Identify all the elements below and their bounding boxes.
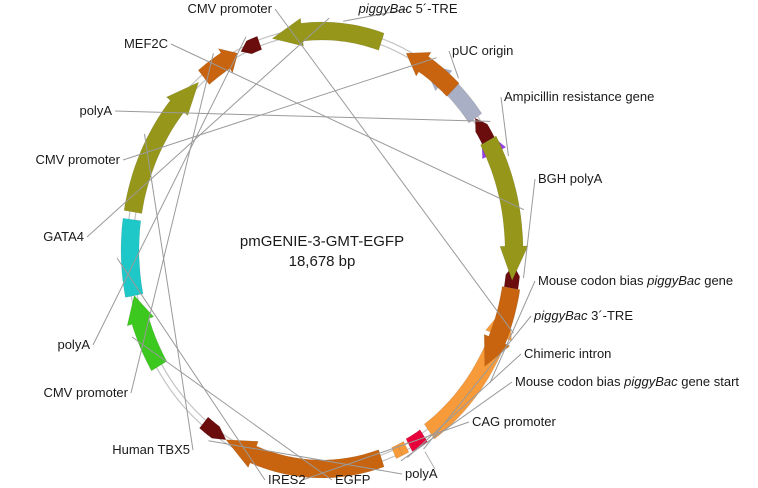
leader-cmv2 xyxy=(122,57,437,161)
label-polya4: polyA xyxy=(405,466,438,481)
leader-polya3 xyxy=(92,36,247,346)
leader-intron xyxy=(407,353,522,458)
label-mef2c: MEF2C xyxy=(124,36,168,51)
feature-egfp xyxy=(126,294,168,372)
leader-ires xyxy=(116,257,266,481)
leader-pbstart xyxy=(400,381,513,462)
feature-mef2c xyxy=(480,135,529,282)
leader-gata4 xyxy=(86,17,330,238)
label-text: pUC origin xyxy=(452,43,513,58)
label-gata4: GATA4 xyxy=(43,229,84,244)
label-text: Chimeric intron xyxy=(524,346,611,361)
label-italic: piggyBac xyxy=(533,308,588,323)
label-italic: piggyBac xyxy=(623,374,678,389)
label-amp: Ampicillin resistance gene xyxy=(504,89,654,104)
label-text: CMV promoter xyxy=(187,1,272,16)
label-text: polyA xyxy=(79,103,112,118)
leader-mef2c xyxy=(170,43,525,211)
tre3-tick xyxy=(424,451,436,470)
label-text: EGFP xyxy=(335,472,370,487)
label-italic: piggyBac xyxy=(646,273,701,288)
plasmid-size: 18,678 bp xyxy=(289,253,356,270)
label-pbgene: Mouse codon bias piggyBac gene xyxy=(538,273,733,288)
label-ires: IRES2 xyxy=(268,472,306,487)
label-cmv1: CMV promoter xyxy=(187,1,272,16)
label-tre5: piggyBac 5´-TRE xyxy=(358,1,458,16)
leader-egfp xyxy=(131,336,333,481)
label-cag: CAG promoter xyxy=(472,414,556,429)
label-suffix: 5´-TRE xyxy=(412,1,458,16)
label-cmv3: CMV promoter xyxy=(43,385,128,400)
label-text: CMV promoter xyxy=(35,152,120,167)
feature-ires xyxy=(120,217,144,298)
leader-cmv3 xyxy=(130,53,214,394)
label-text: BGH polyA xyxy=(538,171,603,186)
label-text: IRES2 xyxy=(268,472,306,487)
label-intron: Chimeric intron xyxy=(524,346,611,361)
label-text: Human TBX5 xyxy=(112,442,190,457)
label-text: polyA xyxy=(57,337,90,352)
leader-tbx5 xyxy=(144,133,194,451)
label-puc: pUC origin xyxy=(452,43,513,58)
leader-tre5 xyxy=(343,8,409,22)
label-text: Ampicillin resistance gene xyxy=(504,89,654,104)
leader-cag xyxy=(300,421,470,482)
label-egfp: EGFP xyxy=(335,472,370,487)
leader-cmv1 xyxy=(274,8,514,334)
plasmid-name: pmGENIE-3-GMT-EGFP xyxy=(240,233,404,250)
label-text: MEF2C xyxy=(124,36,168,51)
label-text: CAG promoter xyxy=(472,414,556,429)
feature-gata4 xyxy=(271,17,385,51)
label-text: CMV promoter xyxy=(43,385,128,400)
leader-layer xyxy=(86,8,536,482)
leader-bgh xyxy=(523,178,536,279)
label-tbx5: Human TBX5 xyxy=(112,442,190,457)
label-polya1: polyA xyxy=(79,103,112,118)
label-cmv2: CMV promoter xyxy=(35,152,120,167)
label-text: Mouse codon bias xyxy=(515,374,624,389)
label-text: GATA4 xyxy=(43,229,84,244)
label-bgh: BGH polyA xyxy=(538,171,603,186)
label-polya3: polyA xyxy=(57,337,90,352)
leader-polya4 xyxy=(208,440,403,475)
feature-cag xyxy=(225,439,385,479)
label-suffix: gene start xyxy=(678,374,740,389)
feature-polya3 xyxy=(240,35,263,55)
leader-polya1 xyxy=(114,110,491,122)
label-italic: piggyBac xyxy=(358,1,413,16)
feature-polya4 xyxy=(199,416,227,441)
label-suffix: gene xyxy=(701,273,734,288)
label-pbstart: Mouse codon bias piggyBac gene start xyxy=(515,374,739,389)
feature-polya1 xyxy=(474,117,495,145)
leader-puc xyxy=(448,50,459,79)
label-suffix: 3´-TRE xyxy=(587,308,633,323)
label-text: Mouse codon bias xyxy=(538,273,647,288)
feature-cmv1 xyxy=(483,286,521,367)
leader-amp xyxy=(500,96,509,157)
label-tre3: piggyBac 3´-TRE xyxy=(533,308,633,323)
label-text: polyA xyxy=(405,466,438,481)
